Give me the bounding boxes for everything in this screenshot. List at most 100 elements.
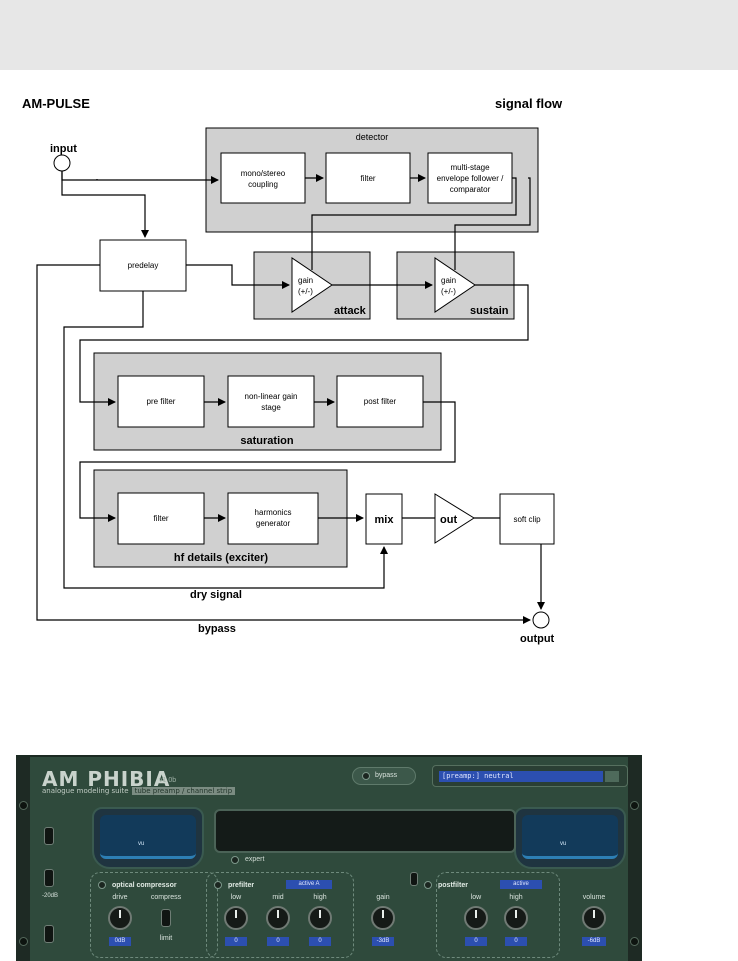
nonlinear-text-2: stage — [261, 403, 281, 412]
conn-sustain-saturation — [79, 284, 529, 406]
attack-gain-triangle — [291, 257, 333, 313]
soft-clip-text: soft clip — [513, 515, 541, 524]
bypass-led-icon — [362, 772, 370, 780]
expert-button[interactable]: expert — [225, 854, 293, 866]
prefilter-high-label: high — [313, 894, 327, 901]
prefilter-mid-label: mid — [272, 894, 284, 901]
expert-label: expert — [245, 856, 265, 863]
envelope-text-2: envelope follower / — [437, 174, 504, 183]
out-text: out — [440, 514, 457, 526]
output-node — [532, 611, 550, 629]
hf-label: hf details (exciter) — [174, 552, 268, 564]
toggle-switch[interactable] — [44, 827, 54, 845]
coupling-block — [220, 152, 306, 204]
plugin-subtitle-b: tube preamp / channel strip — [131, 787, 236, 795]
top-header-band — [0, 0, 738, 70]
display-screen — [214, 809, 516, 853]
predelay-text: predelay — [128, 261, 159, 270]
envelope-text-1: multi-stage — [450, 163, 490, 172]
volume-knob[interactable] — [582, 906, 606, 930]
signal-connections — [36, 171, 545, 624]
prefilter-low-value: 0 — [225, 937, 247, 946]
input-node — [53, 154, 71, 172]
mix-text: mix — [375, 514, 395, 526]
volume-value: -6dB — [582, 937, 606, 946]
drive-label: drive — [112, 894, 128, 901]
toggle-switch[interactable] — [44, 869, 54, 887]
prefilter-high-knob[interactable] — [308, 906, 332, 930]
postfilter-section — [436, 872, 560, 958]
conn-env-attack — [311, 177, 517, 270]
harmonics-text-2: generator — [256, 519, 291, 528]
vu-meter-face — [522, 815, 618, 859]
soft-clip-block — [499, 493, 555, 545]
preset-selector[interactable]: [preamp:] neutral — [432, 765, 628, 787]
detector-filter-text: filter — [360, 174, 375, 183]
conn-input-detector — [61, 171, 219, 184]
prefilter-low-label: low — [230, 894, 242, 901]
conn-bypass — [36, 264, 531, 624]
detector-filter-block — [325, 152, 411, 204]
preset-name: [preamp:] neutral — [439, 771, 603, 782]
envelope-text-3: comparator — [450, 185, 491, 194]
prefilter-mid-knob[interactable] — [266, 906, 290, 930]
prefilter-mode[interactable]: active A — [286, 880, 332, 889]
attack-gain-text: gain — [298, 276, 313, 285]
conn-dry-signal — [63, 291, 388, 589]
hf-filter-text: filter — [153, 514, 168, 523]
postfilter-high-knob[interactable] — [504, 906, 528, 930]
coupling-text-2: coupling — [248, 180, 278, 189]
pre-filter-block — [117, 375, 205, 428]
postfilter-high-label: high — [509, 894, 523, 901]
drive-knob[interactable] — [108, 906, 132, 930]
envelope-block — [427, 152, 513, 204]
plugin-subtitle-a: analogue modeling suite — [42, 787, 129, 795]
conn-post-hf — [79, 401, 456, 522]
prefilter-led-icon[interactable] — [214, 881, 222, 889]
postfilter-low-label: low — [470, 894, 482, 901]
bypass-button[interactable]: bypass — [352, 767, 416, 785]
harmonics-block — [227, 492, 319, 545]
attack-label: attack — [334, 305, 367, 317]
compress-label: compress — [150, 894, 182, 901]
postfilter-low-knob[interactable] — [464, 906, 488, 930]
screw-icon — [630, 937, 639, 946]
volume-label: volume — [582, 894, 606, 901]
sustain-label: sustain — [470, 305, 509, 317]
compress-limit-switch[interactable] — [161, 909, 171, 927]
vu-meter-face — [100, 815, 196, 859]
postfilter-high-value: 0 — [505, 937, 527, 946]
prefilter-high-value: 0 — [309, 937, 331, 946]
left-rack-rail — [16, 757, 30, 961]
vu-meter-left: vu — [92, 807, 204, 869]
bypass-label: bypass — [198, 623, 236, 635]
conn-predelay-attack — [186, 264, 290, 289]
postfilter-low-value: 0 — [465, 937, 487, 946]
nonlinear-block — [227, 375, 315, 428]
drive-value: 0dB — [109, 937, 131, 946]
prefilter-low-knob[interactable] — [224, 906, 248, 930]
postfilter-led-icon[interactable] — [424, 881, 432, 889]
bypass-button-label: bypass — [375, 772, 398, 779]
postfilter-mode[interactable]: active — [500, 880, 542, 889]
routing-switch[interactable] — [410, 872, 418, 886]
conn-env-sustain — [454, 177, 531, 270]
limit-label: limit — [159, 935, 173, 942]
pad-label: -20dB — [41, 893, 58, 899]
preset-arrows-icon[interactable] — [605, 771, 619, 782]
detector-label: detector — [356, 132, 389, 142]
input-label: input — [50, 143, 77, 155]
post-filter-block — [336, 375, 424, 428]
harmonics-text-1: harmonics — [255, 508, 292, 517]
coupling-text-1: mono/stereo — [241, 169, 286, 178]
right-rack-rail — [628, 757, 642, 961]
opto-title: optical compressor — [112, 882, 177, 889]
vu-label: vu — [560, 841, 567, 847]
prefilter-title: prefilter — [228, 882, 255, 889]
gain-knob[interactable] — [371, 906, 395, 930]
postfilter-title: postfilter — [438, 882, 468, 889]
opto-led-icon[interactable] — [98, 881, 106, 889]
toggle-switch[interactable] — [44, 925, 54, 943]
diagram-title: AM-PULSE — [22, 96, 90, 111]
